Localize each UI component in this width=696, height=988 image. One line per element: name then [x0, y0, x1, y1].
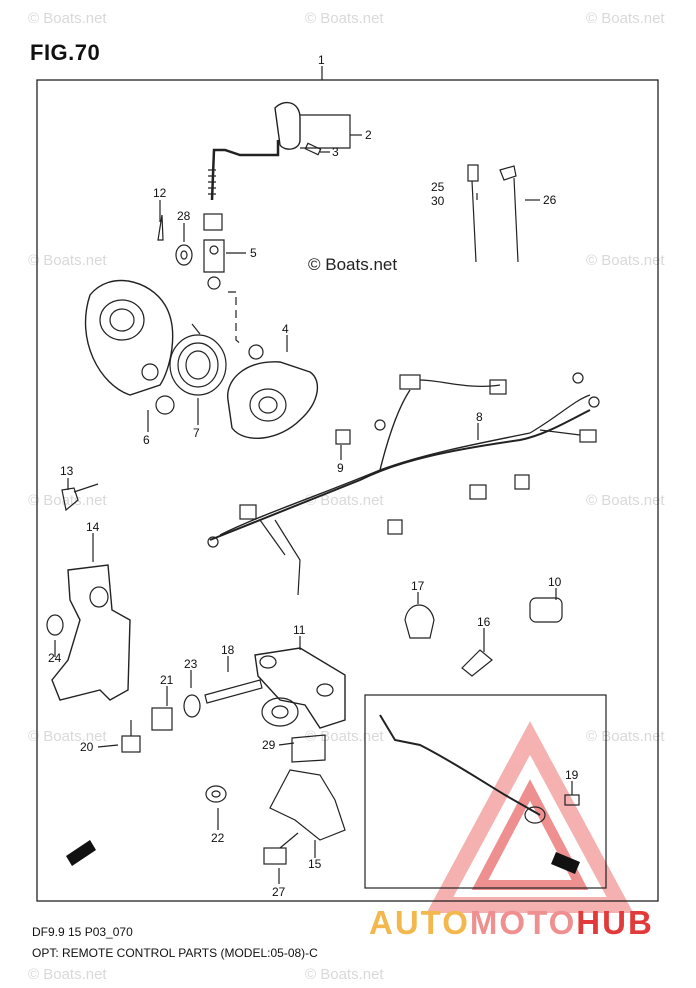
- callout-7: 7: [193, 426, 200, 440]
- callout-8: 8: [476, 410, 483, 424]
- brand-part-2: MOTO: [469, 904, 577, 941]
- callout-5: 5: [250, 246, 257, 260]
- fwd-arrow-icon: [66, 840, 96, 866]
- callout-26: 26: [543, 193, 557, 207]
- diagram-frame: [36, 79, 659, 902]
- callout-18: 18: [221, 643, 235, 657]
- callout-28: 28: [177, 209, 191, 223]
- callout-13: 13: [60, 464, 74, 478]
- watermark: © Boats.net: [586, 492, 665, 509]
- watermark: © Boats.net: [28, 728, 107, 745]
- callout-6: 6: [143, 433, 150, 447]
- callout-21: 21: [160, 673, 174, 687]
- callout-4: 4: [282, 322, 289, 336]
- callout-29: 29: [262, 738, 276, 752]
- watermark: © Boats.net: [586, 252, 665, 269]
- callout-25: 25: [431, 180, 445, 194]
- fwd-arrow-icon: [551, 852, 580, 874]
- callout-11: 11: [293, 623, 306, 637]
- center-watermark: © Boats.net: [308, 255, 398, 274]
- brand-triangle-logo: [426, 721, 634, 913]
- watermark: © Boats.net: [28, 966, 107, 983]
- callout-12: 12: [153, 186, 167, 200]
- callout-10: 10: [548, 575, 562, 589]
- callout-labels: 1 2 3 4 5 6 7 8 9 10 11 12 13 14 15 16 1…: [48, 53, 579, 899]
- watermark: © Boats.net: [28, 10, 107, 27]
- callout-1: 1: [318, 53, 325, 67]
- watermark: © Boats.net: [28, 492, 107, 509]
- watermark: © Boats.net: [305, 10, 384, 27]
- callout-16: 16: [477, 615, 491, 629]
- callout-15: 15: [308, 857, 322, 871]
- callout-2: 2: [365, 128, 372, 142]
- callout-17: 17: [411, 579, 425, 593]
- callout-14: 14: [86, 520, 100, 534]
- callout-30: 30: [431, 194, 445, 208]
- callout-24: 24: [48, 651, 62, 665]
- watermark: © Boats.net: [305, 492, 384, 509]
- callout-20: 20: [80, 740, 94, 754]
- callout-9: 9: [337, 461, 344, 475]
- brand-logo-text: AUTOMOTOHUB: [369, 904, 654, 942]
- figure-title: FIG.70: [30, 40, 101, 65]
- brand-part-1: AUTO: [369, 904, 470, 941]
- callout-22: 22: [211, 831, 225, 845]
- watermark: © Boats.net: [586, 10, 665, 27]
- watermark: © Boats.net: [305, 966, 384, 983]
- figure-caption: OPT: REMOTE CONTROL PARTS (MODEL:05-08)-…: [32, 946, 318, 960]
- callout-19: 19: [565, 768, 579, 782]
- callout-23: 23: [184, 657, 198, 671]
- inset-frame: [364, 694, 607, 889]
- callout-27: 27: [272, 885, 286, 899]
- watermark: © Boats.net: [28, 252, 107, 269]
- brand-part-3: HUB: [576, 904, 654, 941]
- callout-3: 3: [332, 145, 339, 159]
- figure-code: DF9.9 15 P03_070: [32, 925, 133, 939]
